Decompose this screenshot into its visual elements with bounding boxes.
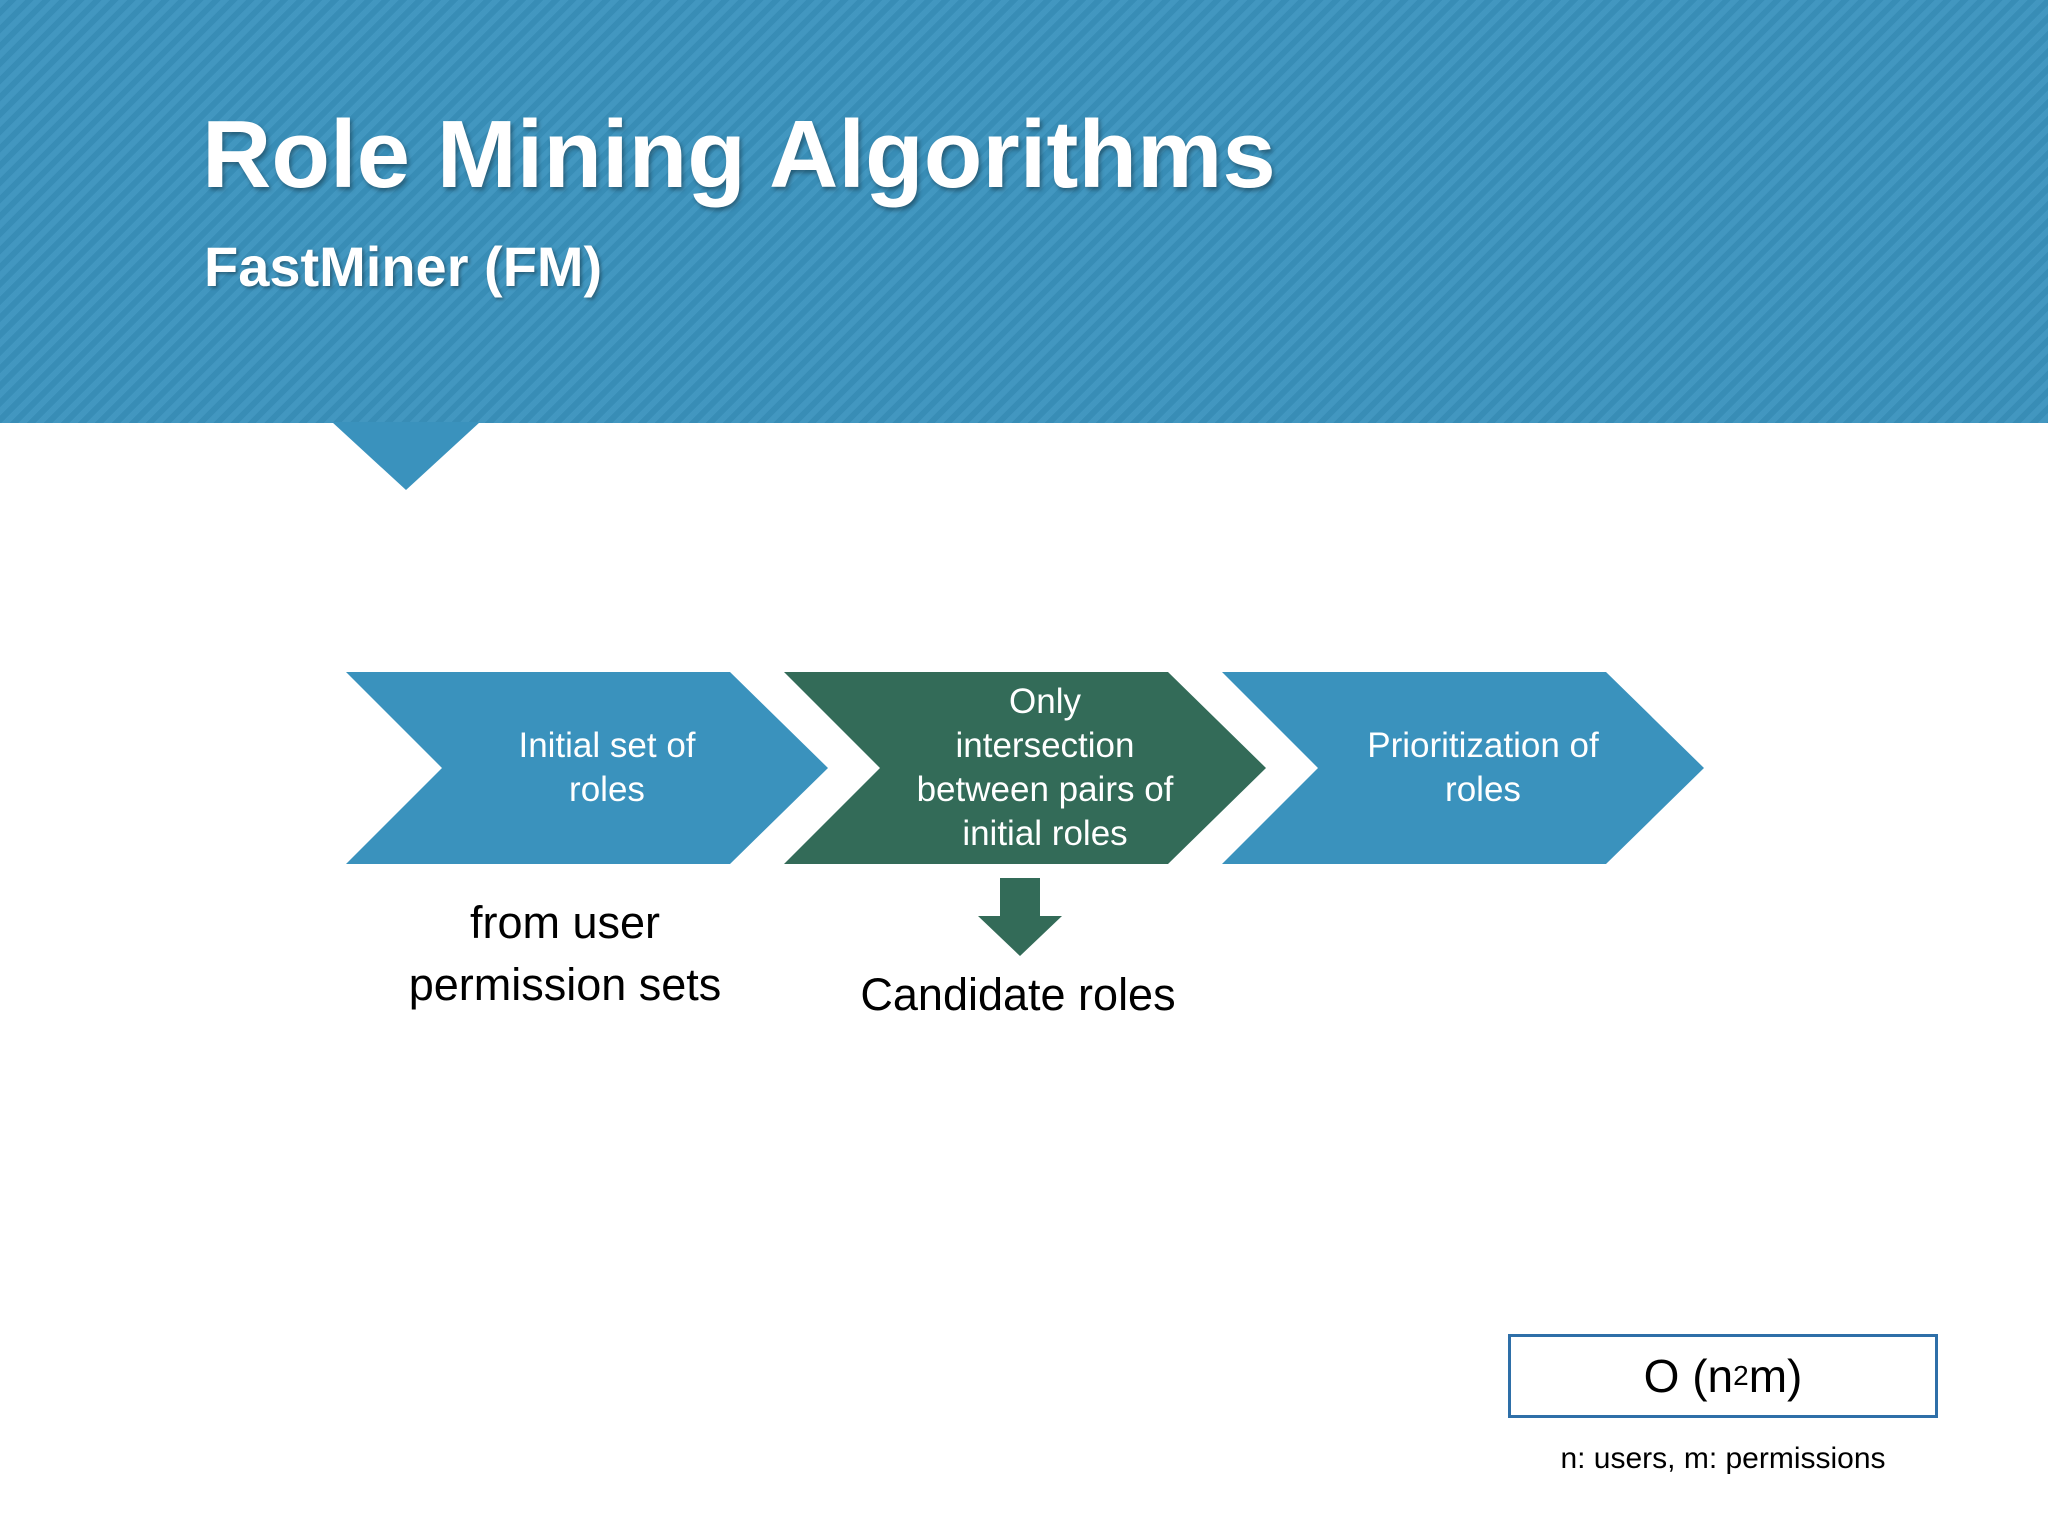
chevron-shape-3 — [1222, 672, 1704, 864]
process-step-label: Initial set of roles — [518, 726, 696, 809]
down-arrow-icon — [978, 878, 1062, 956]
complexity-note: n: users, m: permissions — [1560, 1442, 1886, 1475]
page-subtitle: FastMiner (FM) — [204, 235, 603, 298]
complexity-suffix: m) — [1748, 1350, 1803, 1402]
header-banner: Role Mining Algorithms FastMiner (FM) — [0, 0, 2048, 423]
process-step-prioritization: Prioritization of roles — [1222, 672, 1704, 864]
process-step-initial-roles: Initial set of roles — [346, 672, 828, 864]
chevron-shape-2 — [784, 672, 1266, 864]
process-step-label: Only intersection between pairs of initi… — [916, 682, 1174, 853]
process-step-label: Prioritization of roles — [1367, 726, 1599, 809]
candidate-roles-label: Candidate roles — [860, 969, 1176, 1020]
header-notch — [332, 422, 480, 490]
process-step-intersection: Only intersection between pairs of initi… — [784, 672, 1266, 864]
step1-note: from user permission sets — [408, 897, 722, 1010]
complexity-prefix: O (n — [1643, 1350, 1734, 1402]
chevron-shape-1 — [346, 672, 828, 864]
page-title: Role Mining Algorithms — [202, 101, 1276, 208]
